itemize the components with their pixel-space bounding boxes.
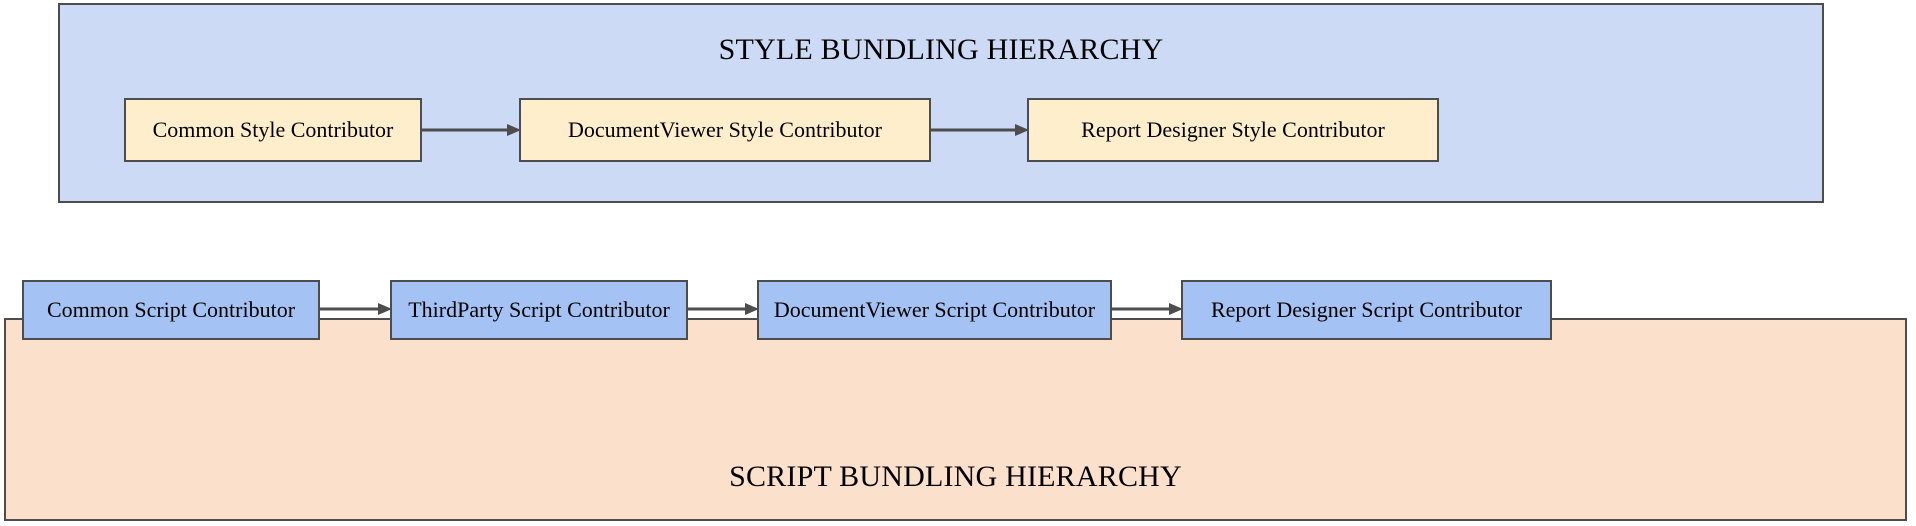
node-label: Report Designer Script Contributor <box>1210 297 1522 322</box>
edge-common-script-to-thirdparty-script <box>320 302 392 316</box>
node-thirdparty-script-contributor[interactable]: ThirdParty Script Contributor <box>390 280 688 340</box>
cluster-script-bundling-hierarchy: SCRIPT BUNDLING HIERARCHY <box>4 318 1907 521</box>
node-common-script-contributor[interactable]: Common Script Contributor <box>22 280 320 340</box>
edge-common-style-to-documentviewer-style <box>422 123 521 137</box>
cluster-script-title: SCRIPT BUNDLING HIERARCHY <box>729 460 1182 493</box>
cluster-style-title: STYLE BUNDLING HIERARCHY <box>718 33 1164 66</box>
node-label: ThirdParty Script Contributor <box>408 297 670 322</box>
edge-thirdparty-script-to-documentviewer-script <box>688 302 759 316</box>
node-label: DocumentViewer Style Contributor <box>568 117 882 142</box>
node-common-style-contributor[interactable]: Common Style Contributor <box>124 98 422 162</box>
node-label: Report Designer Style Contributor <box>1081 117 1385 142</box>
node-report-designer-script-contributor[interactable]: Report Designer Script Contributor <box>1181 280 1552 340</box>
node-label: DocumentViewer Script Contributor <box>773 297 1096 322</box>
node-label: Common Script Contributor <box>46 297 296 322</box>
node-label: Common Style Contributor <box>152 117 394 142</box>
node-report-designer-style-contributor[interactable]: Report Designer Style Contributor <box>1027 98 1439 162</box>
edge-documentviewer-script-to-report-designer-script <box>1112 302 1183 316</box>
node-documentviewer-script-contributor[interactable]: DocumentViewer Script Contributor <box>757 280 1112 340</box>
node-documentviewer-style-contributor[interactable]: DocumentViewer Style Contributor <box>519 98 931 162</box>
edge-documentviewer-style-to-report-designer-style <box>931 123 1029 137</box>
